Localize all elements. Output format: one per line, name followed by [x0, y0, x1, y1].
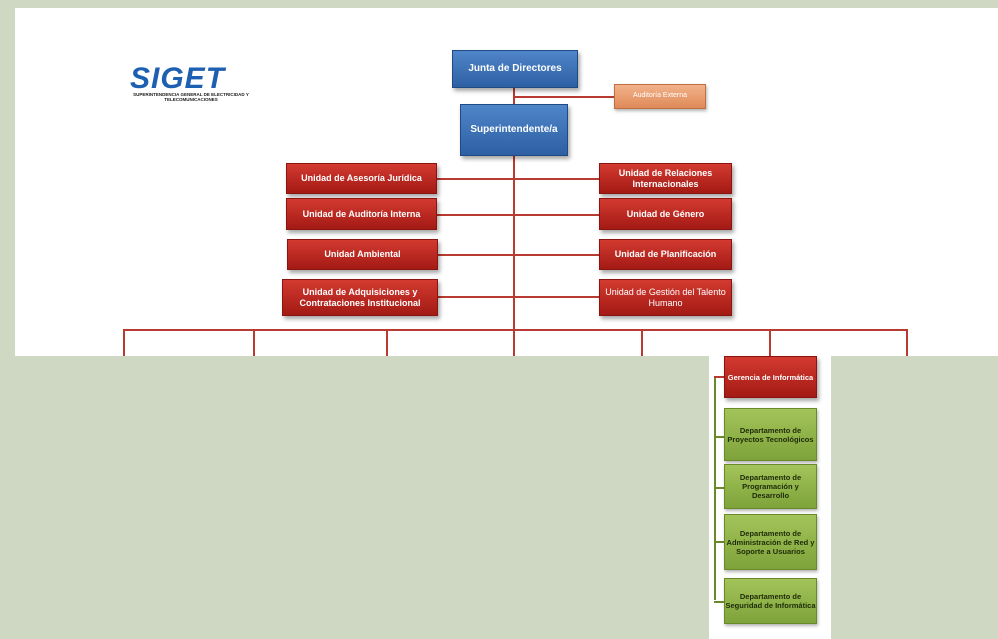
unit-internal-audit-box: Unidad de Auditoría Interna [286, 198, 437, 230]
connector-row-2 [437, 214, 599, 216]
connector-drop-4 [513, 329, 515, 356]
unit-procurement-box: Unidad de Adquisiciones y Contrataciones… [282, 279, 438, 316]
connector-row-4 [437, 296, 599, 298]
dept-programming-box: Departamento de Programación y Desarroll… [724, 464, 817, 509]
siget-logo-subtitle: SUPERINTENDENCIA GENERAL DE ELECTRICIDAD… [133, 92, 249, 103]
unit-environment-box: Unidad Ambiental [287, 239, 438, 270]
board-box: Junta de Directores [452, 50, 578, 88]
connector-row-1 [437, 178, 599, 180]
connector-drop-7 [906, 329, 908, 356]
connector-board-superintendent [513, 86, 515, 104]
connector-management [714, 376, 724, 378]
connector-drop-5 [641, 329, 643, 356]
connector-dept-3 [714, 541, 724, 543]
connector-main-spine [513, 154, 515, 330]
connector-dept-4 [714, 601, 724, 603]
informatics-management-box: Gerencia de Informática [724, 356, 817, 398]
unit-international-box: Unidad de Relaciones Internacionales [599, 163, 732, 194]
unit-talent-box: Unidad de Gestión del Talento Humano [599, 279, 732, 316]
connector-dept-1 [714, 436, 724, 438]
dept-security-box: Departamento de Seguridad de Informática [724, 578, 817, 624]
connector-dept-2 [714, 487, 724, 489]
connector-drop-3 [386, 329, 388, 356]
connector-drop-1 [123, 329, 125, 356]
connector-audit [513, 96, 615, 98]
dept-network-support-box: Departamento de Administración de Red y … [724, 514, 817, 570]
connector-drop-6 [769, 329, 771, 356]
connector-bottom-bus [123, 329, 906, 331]
connector-drop-2 [253, 329, 255, 356]
dept-tech-projects-box: Departamento de Proyectos Tecnológicos [724, 408, 817, 461]
siget-logo: SIGET [130, 62, 226, 95]
unit-legal-box: Unidad de Asesoría Jurídica [286, 163, 437, 194]
superintendent-box: Superintendente/a [460, 104, 568, 156]
external-audit-box: Auditoría Externa [614, 84, 706, 109]
unit-gender-box: Unidad de Género [599, 198, 732, 230]
connector-row-3 [437, 254, 599, 256]
unit-planning-box: Unidad de Planificación [599, 239, 732, 270]
